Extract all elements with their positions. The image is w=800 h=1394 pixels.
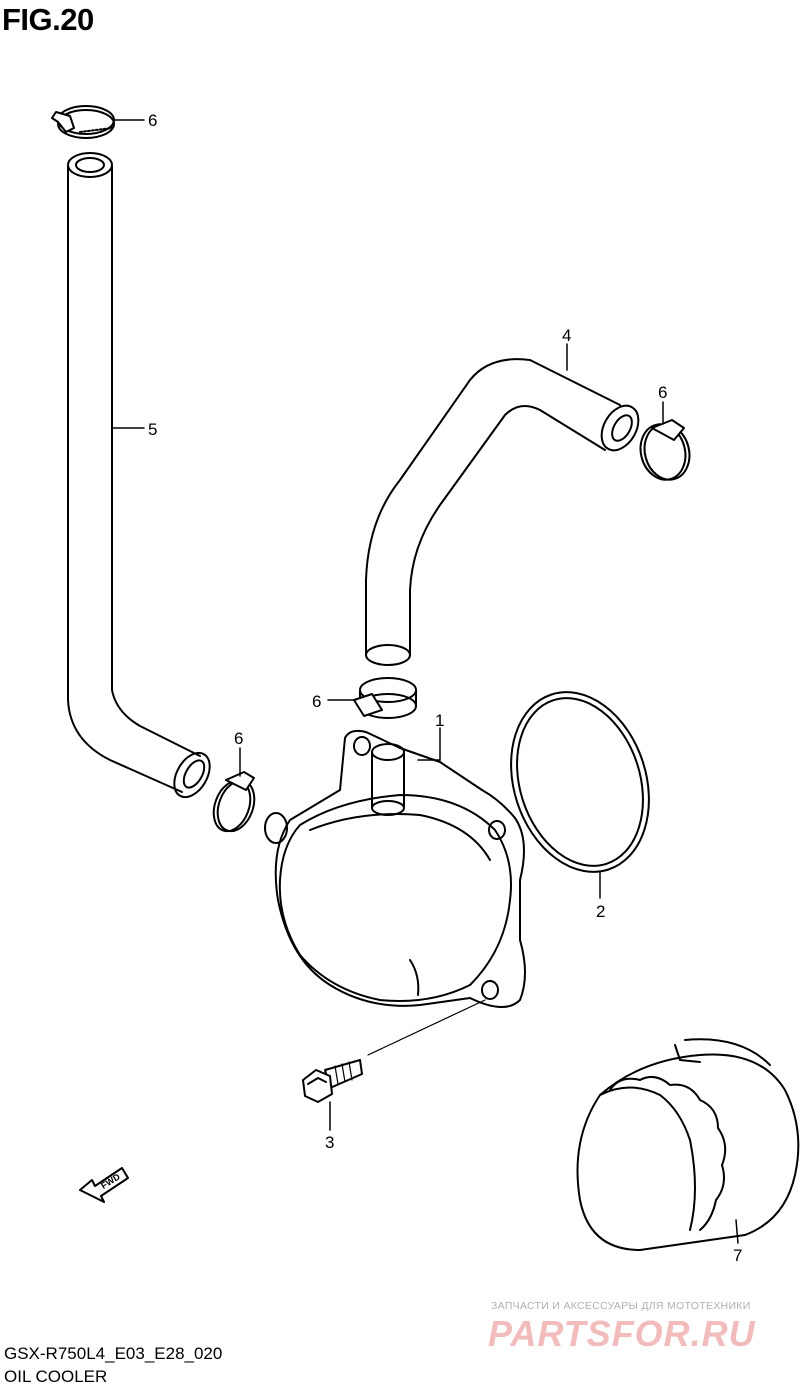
bent-oil-hose [365,343,640,666]
hose-clamp-right [639,401,691,481]
hose-clamp-top [51,105,145,139]
model-code: GSX-R750L4_E03_E28_020 [4,1344,223,1363]
long-oil-hose [67,152,211,799]
oil-filter [576,1038,800,1251]
diagram-name: OIL COOLER [4,1367,108,1386]
callout-7: 7 [733,1246,743,1265]
bolt [302,999,486,1131]
callout-6-top: 6 [148,111,158,130]
forward-direction-arrow: FWD [79,1167,129,1203]
watermark-logo: PARTSFOR.RU [488,1313,756,1354]
callout-6-middle: 6 [312,692,322,711]
callout-4: 4 [562,326,572,345]
callout-5: 5 [148,420,158,439]
watermark-tagline: ЗАПЧАСТИ И АКСЕССУАРЫ ДЛЯ МОТОТЕХНИКИ [491,1300,751,1312]
callout-2: 2 [596,902,606,921]
callout-6-right: 6 [658,383,668,402]
callout-6-left: 6 [234,729,244,748]
hose-clamp-left [212,747,256,833]
hose-clamp-middle [327,677,417,719]
callout-1: 1 [435,711,445,730]
figure-title: FIG.20 [2,2,94,37]
callout-3: 3 [325,1133,335,1152]
oil-cooler-body [264,727,526,1008]
o-ring [510,691,650,899]
